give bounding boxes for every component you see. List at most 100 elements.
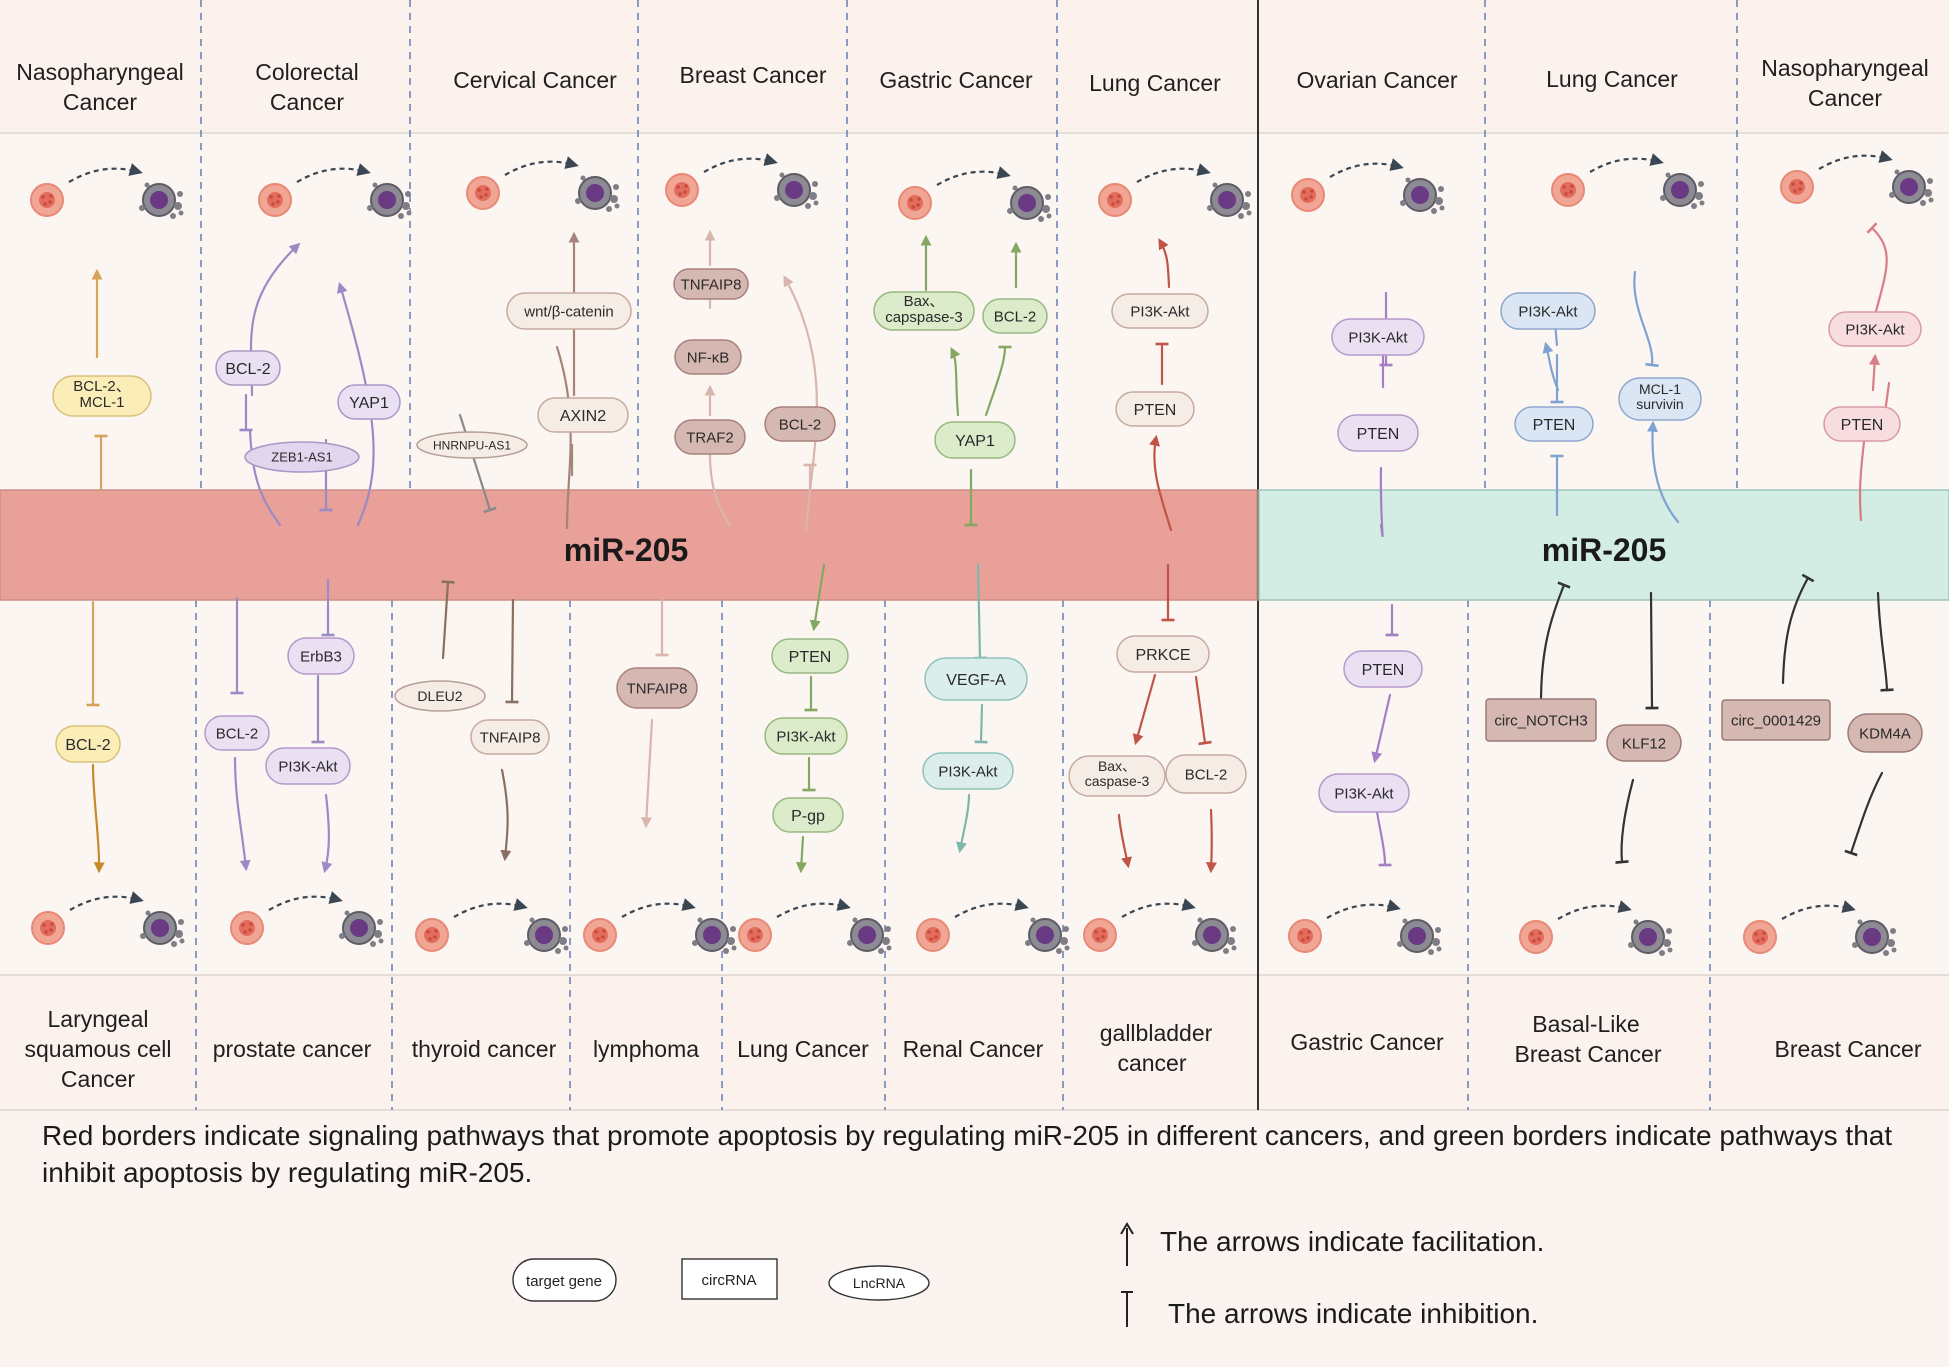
mir205-band-promote bbox=[0, 489, 1258, 601]
figure-caption: Red borders indicate signaling pathways … bbox=[42, 1120, 1893, 1188]
top-header-9-line2: Cancer bbox=[1808, 85, 1882, 111]
node-label: BCL-2 bbox=[216, 725, 259, 742]
top-header-strip bbox=[0, 0, 1949, 133]
node-b6-pi3k: PI3K-Akt bbox=[922, 752, 1014, 790]
node-label: PI3K-Akt bbox=[1130, 303, 1190, 320]
node-label: TNFAIP8 bbox=[480, 729, 541, 746]
node-label: BCL-2、MCL-1 bbox=[73, 378, 131, 411]
mir205-band-inhibit bbox=[1258, 489, 1949, 601]
pathway-connector bbox=[1158, 238, 1171, 289]
node-b9-circ: circ_NOTCH3 bbox=[1485, 698, 1597, 742]
healthy-cell-icon bbox=[1291, 178, 1325, 212]
pathway-connector bbox=[1866, 222, 1888, 317]
top-header-4: Breast Cancer bbox=[679, 62, 826, 88]
apoptosis-cell-icon bbox=[1192, 917, 1237, 954]
node-label: PTEN bbox=[1134, 402, 1177, 419]
top-header-labels: Nasopharyngeal Cancer Colorectal Cancer … bbox=[16, 55, 1929, 115]
apoptosis-cell-icon bbox=[367, 182, 412, 219]
node-label: TRAF2 bbox=[686, 429, 734, 446]
node-label: NF-κB bbox=[687, 349, 730, 366]
node-label: PTEN bbox=[1533, 417, 1576, 434]
healthy-cell-icon bbox=[466, 176, 500, 210]
node-t8-pten: PTEN bbox=[1514, 406, 1594, 442]
node-label: BCL-2 bbox=[994, 308, 1037, 325]
bottom-header-1-line3: Cancer bbox=[61, 1066, 135, 1092]
node-b2-bcl2: BCL-2 bbox=[204, 715, 270, 751]
transition-arrow bbox=[1329, 158, 1404, 178]
cell-pair bbox=[898, 166, 1052, 222]
apoptosis-cell-icon bbox=[575, 175, 620, 212]
healthy-cell-icon bbox=[1083, 918, 1117, 952]
node-b6-vegfa: VEGF-A bbox=[924, 657, 1028, 701]
apoptosis-cell-icon bbox=[847, 917, 892, 954]
top-header-8: Lung Cancer bbox=[1546, 66, 1678, 92]
mir205-label-left: miR-205 bbox=[564, 532, 689, 568]
cell-pair bbox=[230, 891, 384, 947]
healthy-cell-icon bbox=[1098, 183, 1132, 217]
pathway-connector bbox=[500, 768, 512, 862]
bottom-header-9-line1: Basal-Like bbox=[1532, 1011, 1639, 1037]
node-t9-pi3k: PI3K-Akt bbox=[1828, 311, 1922, 347]
pathway-connector bbox=[1149, 434, 1173, 532]
pathway-nodes: BCL-2、MCL-1BCL-2ZEB1-AS1YAP1wnt/β-cateni… bbox=[52, 268, 1923, 833]
healthy-cell-icon bbox=[1743, 920, 1777, 954]
pathway-connector bbox=[458, 413, 497, 514]
apoptosis-cell-icon bbox=[692, 917, 737, 954]
cell-pair bbox=[1780, 150, 1934, 206]
transition-arrow bbox=[296, 163, 371, 183]
healthy-cell-icon bbox=[1780, 170, 1814, 204]
transition-arrow bbox=[69, 891, 144, 911]
cell-pair bbox=[1551, 153, 1705, 209]
cell-pair bbox=[466, 156, 620, 212]
node-label: circ_0001429 bbox=[1731, 712, 1821, 729]
apoptosis-cell-icon bbox=[339, 910, 384, 947]
bottom-header-1-line2: squamous cell bbox=[24, 1036, 171, 1062]
apoptosis-cell-icon bbox=[1852, 919, 1897, 956]
node-label: KDM4A bbox=[1859, 725, 1911, 742]
node-label: ZEB1-AS1 bbox=[271, 450, 332, 465]
legend-circrna-shape bbox=[681, 1258, 778, 1300]
node-label: PRKCE bbox=[1135, 647, 1190, 664]
pathway-connector bbox=[321, 793, 333, 874]
bottom-header-7-line2: cancer bbox=[1117, 1050, 1186, 1076]
pathway-connector bbox=[1869, 353, 1881, 392]
top-header-2-line2: Cancer bbox=[270, 89, 344, 115]
pathway-connector bbox=[950, 347, 961, 417]
node-t3-axin2: AXIN2 bbox=[537, 397, 629, 433]
legend-inhibition-text: The arrows indicate inhibition. bbox=[1168, 1298, 1539, 1329]
pathway-connector bbox=[505, 598, 519, 704]
node-b10-kdm4a: KDM4A bbox=[1847, 713, 1923, 753]
column-dividers bbox=[195, 0, 1738, 1110]
pathway-connector bbox=[1645, 591, 1659, 710]
top-header-1-line1: Nasopharyngeal bbox=[16, 59, 184, 85]
node-t2-zeb1: ZEB1-AS1 bbox=[244, 441, 360, 473]
transition-arrow bbox=[776, 898, 851, 918]
node-label: PTEN bbox=[1362, 662, 1405, 679]
pathway-connector bbox=[233, 756, 251, 872]
node-b5-pi3k: PI3K-Akt bbox=[764, 717, 848, 755]
node-label: AXIN2 bbox=[560, 408, 606, 425]
node-b3-dleu2: DLEU2 bbox=[394, 680, 486, 712]
apoptosis-cell-icon bbox=[1007, 185, 1052, 222]
legend-circrna-label: circRNA bbox=[702, 1272, 757, 1289]
node-t5-bcl2: BCL-2 bbox=[982, 298, 1048, 334]
cell-pair bbox=[415, 898, 569, 954]
node-label: YAP1 bbox=[349, 395, 389, 412]
transition-arrow bbox=[1557, 900, 1632, 920]
healthy-cell-icon bbox=[1551, 173, 1585, 207]
node-t7-pi3k: PI3K-Akt bbox=[1331, 318, 1425, 356]
node-t7-pten: PTEN bbox=[1337, 414, 1419, 452]
cell-pair bbox=[31, 891, 185, 947]
pathway-connector bbox=[248, 428, 282, 527]
node-t4-tnfaip8: TNFAIP8 bbox=[673, 268, 749, 300]
node-t5-yap1: YAP1 bbox=[934, 421, 1016, 459]
node-label: PTEN bbox=[1357, 426, 1400, 443]
node-label: PTEN bbox=[789, 649, 832, 666]
cell-pair bbox=[916, 898, 1070, 954]
node-label: PI3K-Akt bbox=[1334, 785, 1394, 802]
healthy-cell-icon bbox=[1519, 920, 1553, 954]
node-label: BCL-2 bbox=[1185, 766, 1228, 783]
transition-arrow bbox=[1121, 898, 1196, 918]
apoptosis-cell-icon bbox=[1397, 918, 1442, 955]
